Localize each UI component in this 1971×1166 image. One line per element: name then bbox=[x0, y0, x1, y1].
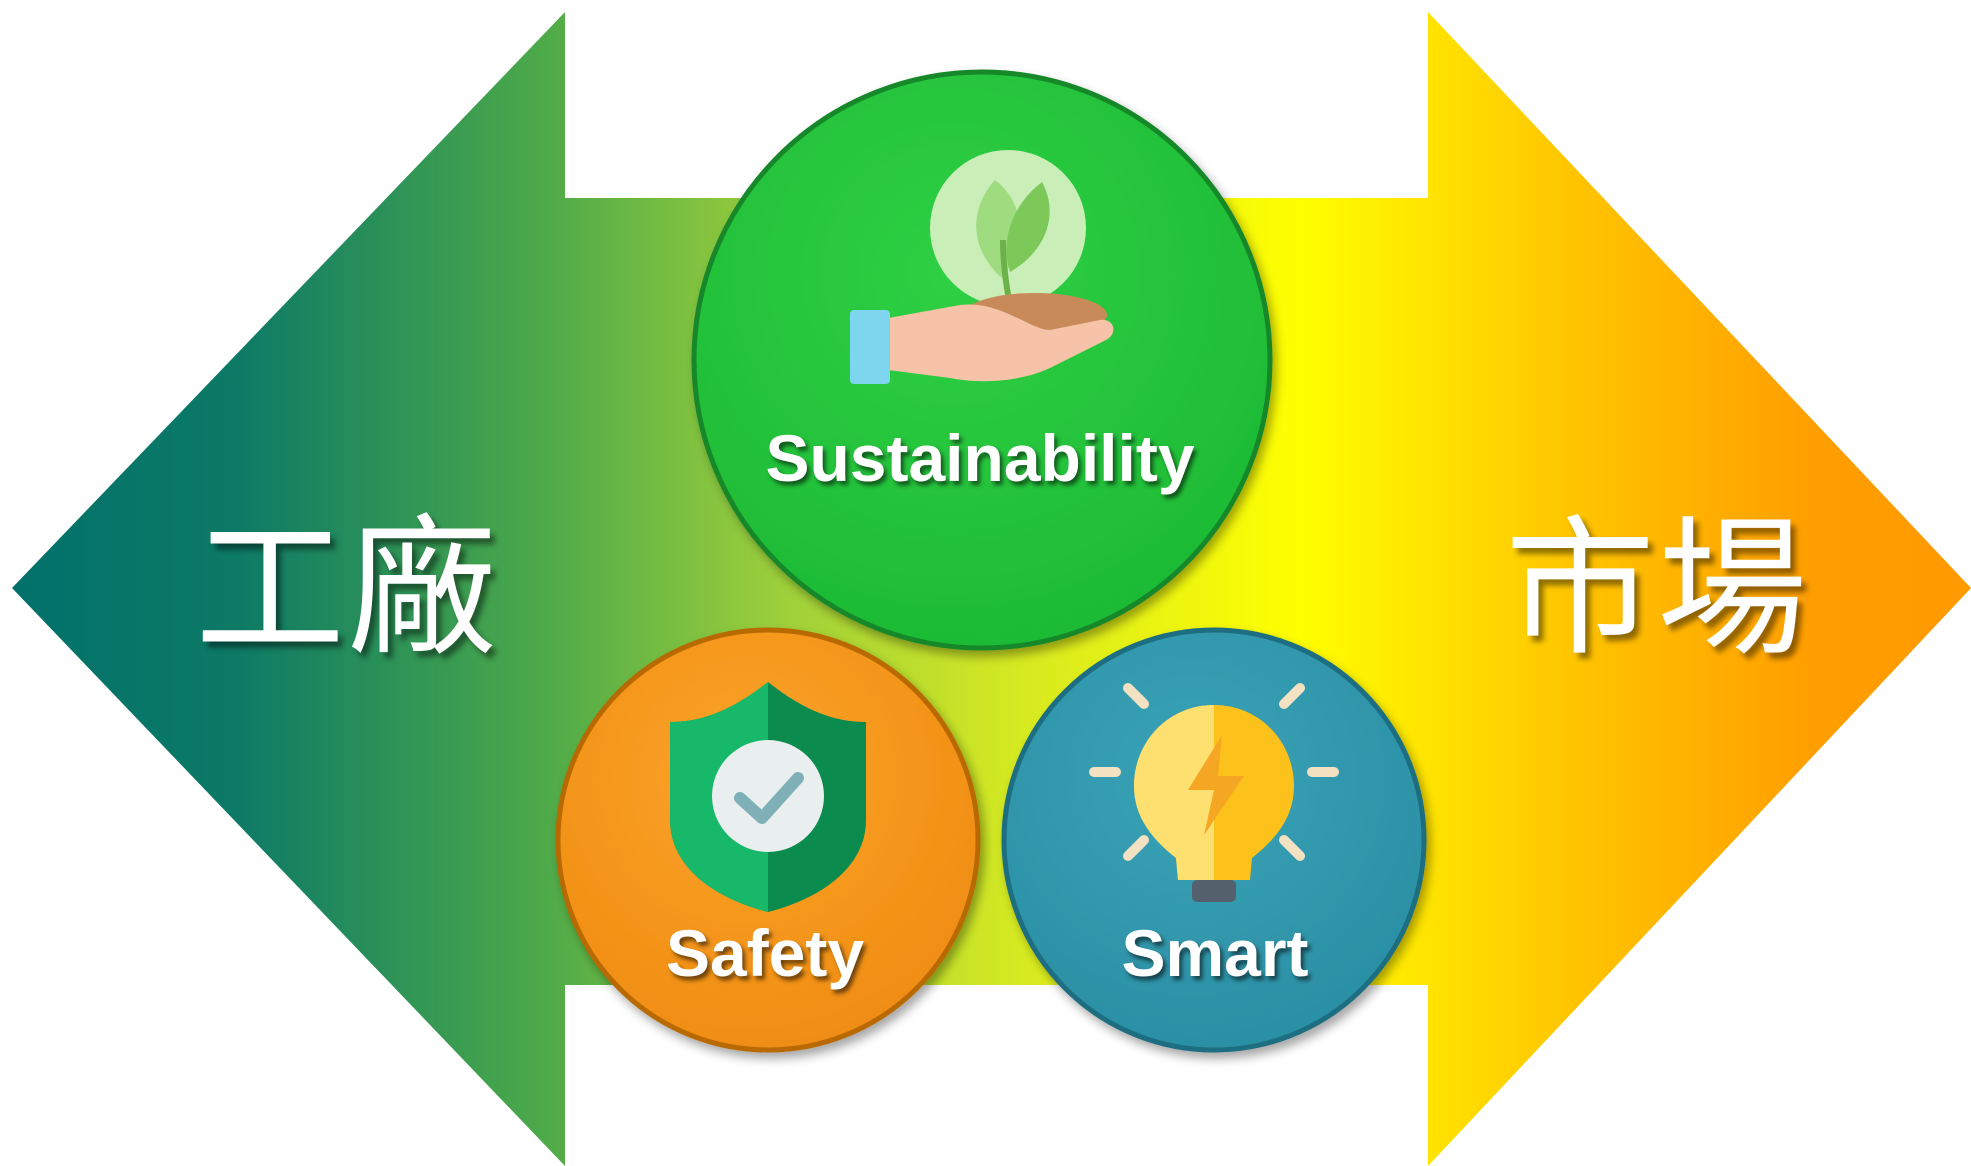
sustainability-label: Sustainability bbox=[765, 421, 1195, 495]
lightbulb-icon bbox=[1089, 683, 1339, 902]
left-label: 工廠 bbox=[195, 503, 500, 677]
sustainability-node bbox=[691, 69, 1273, 651]
smart-node bbox=[1001, 627, 1427, 1053]
right-label: 市場 bbox=[1505, 503, 1810, 677]
hand-with-plant-icon bbox=[850, 150, 1114, 384]
safety-node bbox=[555, 627, 981, 1053]
safety-label: Safety bbox=[665, 916, 865, 990]
smart-label: Smart bbox=[1121, 916, 1309, 990]
shield-check-icon bbox=[670, 682, 866, 912]
